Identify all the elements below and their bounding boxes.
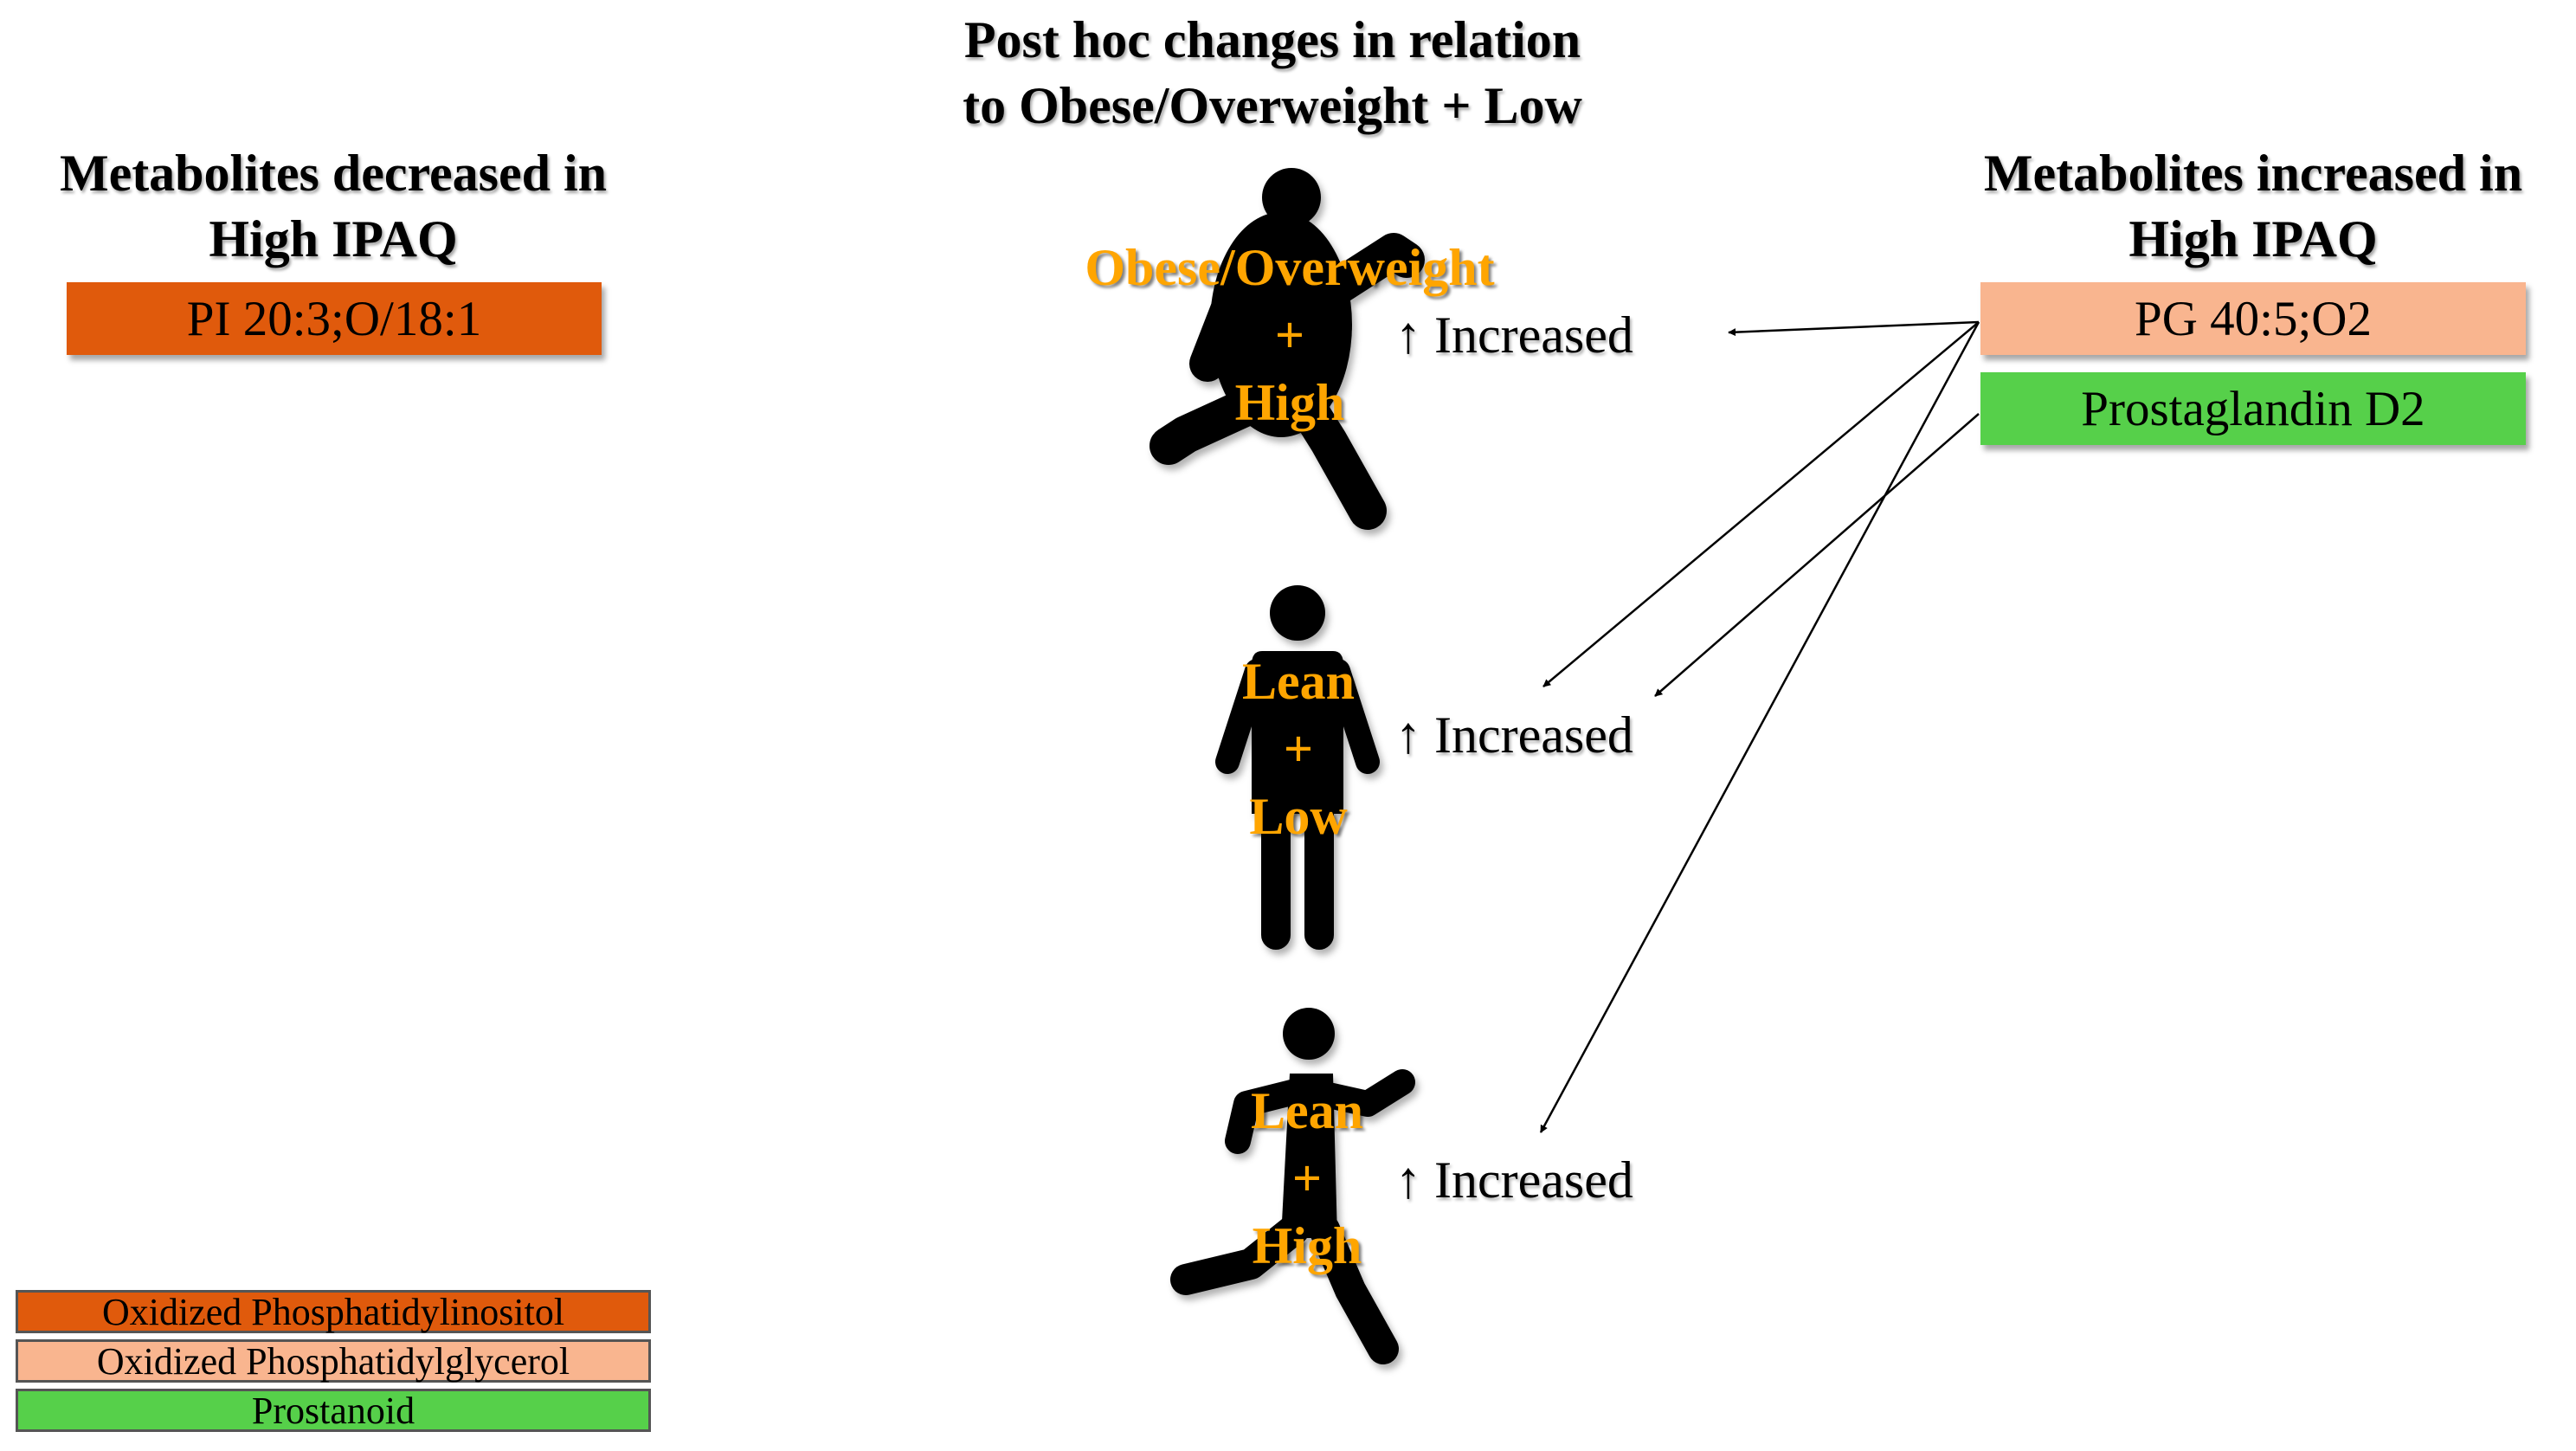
- arrow-prostaglandin-to-lean-low: [1654, 413, 1980, 697]
- figure-lean-low-standing-icon: [1215, 585, 1380, 950]
- legend-item-prostanoid: Prostanoid: [16, 1389, 651, 1432]
- arrow-pg-to-obese-high: [1728, 320, 1980, 337]
- metabolite-label: PI 20:3;O/18:1: [186, 291, 482, 346]
- increased-heading: Metabolites increased in High IPAQ: [1930, 140, 2576, 272]
- title-line-2: to Obese/Overweight + Low: [963, 77, 1582, 134]
- diagram-title: Post hoc changes in relation to Obese/Ov…: [883, 7, 1662, 139]
- group-label-line: Obese/Overweight: [1085, 239, 1495, 296]
- metabolite-label: PG 40:5;O2: [2135, 291, 2372, 346]
- group-label-lean-low: Lean + Low: [1125, 648, 1472, 850]
- decreased-heading-line-1: Metabolites decreased in: [59, 145, 608, 202]
- connector-arrows: [1539, 320, 1980, 1133]
- metabolite-label: Prostaglandin D2: [2081, 381, 2425, 436]
- metabolite-box-pi: PI 20:3;O/18:1: [67, 282, 602, 355]
- group-label-line: Lean: [1250, 1082, 1364, 1139]
- group-label-line: Lean: [1241, 653, 1356, 710]
- status-obese-high: ↑ Increased: [1395, 306, 1633, 364]
- legend-label: Oxidized Phosphatidylglycerol: [96, 1339, 570, 1383]
- increased-heading-line-1: Metabolites increased in: [1983, 145, 2523, 202]
- title-line-1: Post hoc changes in relation: [963, 11, 1581, 68]
- arrow-pg-to-lean-high: [1539, 321, 1980, 1133]
- increased-heading-line-2: High IPAQ: [2128, 210, 2378, 268]
- group-label-line: +: [1283, 720, 1314, 777]
- decreased-heading: Metabolites decreased in High IPAQ: [0, 140, 667, 272]
- group-label-obese-high: Obese/Overweight + High: [1030, 234, 1549, 436]
- decreased-heading-line-2: High IPAQ: [209, 210, 458, 268]
- group-label-lean-high: Lean + High: [1134, 1077, 1480, 1280]
- group-label-line: Low: [1249, 788, 1348, 845]
- group-label-line: High: [1234, 374, 1345, 431]
- status-lean-high: ↑ Increased: [1395, 1151, 1633, 1209]
- figure-obese-high-running-icon: [1150, 168, 1425, 530]
- metabolite-box-pg: PG 40:5;O2: [1980, 282, 2526, 355]
- legend-item-phosphatidylglycerol: Oxidized Phosphatidylglycerol: [16, 1339, 651, 1383]
- legend-item-phosphatidylinositol: Oxidized Phosphatidylinositol: [16, 1290, 651, 1333]
- group-label-line: High: [1252, 1217, 1362, 1274]
- group-label-line: +: [1291, 1150, 1323, 1207]
- arrow-pg-to-lean-low: [1542, 321, 1980, 687]
- status-lean-low: ↑ Increased: [1395, 706, 1633, 764]
- group-label-line: +: [1274, 306, 1305, 364]
- legend-label: Prostanoid: [251, 1389, 415, 1432]
- figure-lean-high-running-icon: [1170, 1008, 1415, 1364]
- legend-label: Oxidized Phosphatidylinositol: [101, 1290, 565, 1333]
- metabolite-box-prostaglandin: Prostaglandin D2: [1980, 372, 2526, 445]
